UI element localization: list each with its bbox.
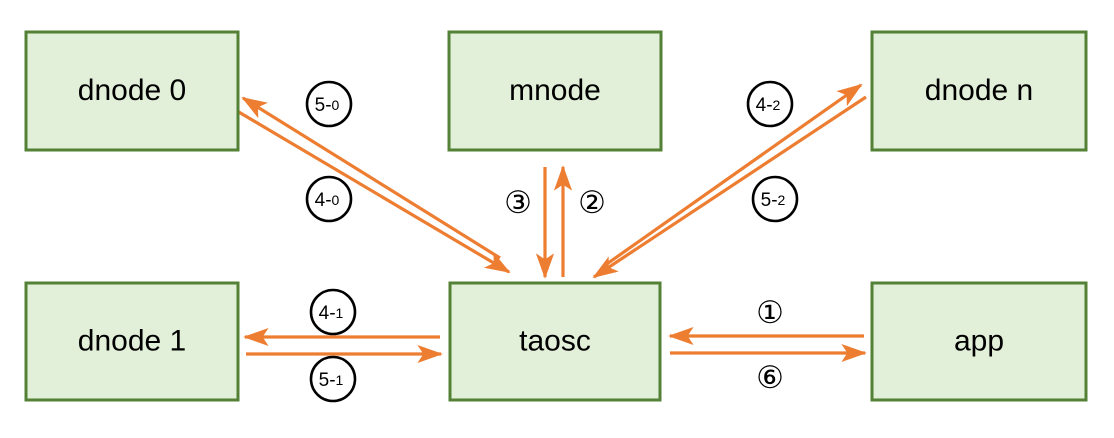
step-badge-4-2: 4-2 bbox=[746, 80, 794, 128]
node-box-rect bbox=[870, 30, 1088, 152]
step-badge-glyph: ⑥ bbox=[756, 360, 784, 396]
step-badge-circle bbox=[309, 355, 357, 403]
step-badge-label: 5-0 bbox=[315, 95, 340, 116]
flow-arrow-line bbox=[592, 95, 867, 279]
step-badge-label: 4-0 bbox=[315, 190, 340, 211]
node-box-label: app bbox=[954, 324, 1004, 357]
step-badge-label: 5-1 bbox=[319, 370, 344, 391]
node-box-label: dnode n bbox=[925, 74, 1033, 107]
node-box-dnoden[interactable]: dnode n bbox=[870, 30, 1088, 152]
node-box-rect bbox=[870, 281, 1088, 402]
flow-arrow-line bbox=[231, 106, 511, 274]
step-badge-4-0: 4-0 bbox=[305, 175, 353, 223]
node-box-rect bbox=[447, 30, 663, 152]
flow-arrow-line bbox=[241, 96, 501, 260]
node-box-dnode0[interactable]: dnode 0 bbox=[24, 30, 240, 152]
step-badge-5-1: 5-1 bbox=[309, 355, 357, 403]
step-badge-5-0: 5-0 bbox=[305, 80, 353, 128]
step-badge-label: 5-2 bbox=[761, 190, 786, 211]
step-badge-circle bbox=[751, 175, 799, 223]
flow-arrow-5-2 bbox=[592, 95, 867, 279]
badges-layer: 5-0 4-0 ③ ② 4-2 5-2 4-1 5-1 ① ⑥ bbox=[305, 80, 799, 403]
node-box-app[interactable]: app bbox=[870, 281, 1088, 402]
node-box-rect bbox=[24, 281, 240, 402]
step-badge-1: ① bbox=[756, 295, 784, 331]
node-box-dnode1[interactable]: dnode 1 bbox=[24, 281, 240, 402]
step-badge-label: 4-1 bbox=[319, 303, 344, 324]
node-box-label: taosc bbox=[519, 324, 591, 357]
node-box-taosc[interactable]: taosc bbox=[448, 281, 662, 402]
step-badge-circle bbox=[309, 288, 357, 336]
step-badge-circle bbox=[305, 175, 353, 223]
step-badge-label: 4-2 bbox=[756, 95, 781, 116]
node-box-rect bbox=[448, 281, 662, 402]
nodes-layer: dnode 0 mnode dnode n dnode 1 taosc app bbox=[24, 30, 1088, 402]
step-badge-3: ③ bbox=[504, 185, 532, 221]
node-box-mnode[interactable]: mnode bbox=[447, 30, 663, 152]
step-badge-glyph: ① bbox=[756, 295, 784, 331]
edges-layer bbox=[231, 83, 867, 364]
step-badge-6: ⑥ bbox=[756, 360, 784, 396]
flow-arrow-5-0 bbox=[241, 96, 501, 260]
node-box-label: dnode 0 bbox=[78, 74, 186, 107]
step-badge-5-2: 5-2 bbox=[751, 175, 799, 223]
step-badge-glyph: ② bbox=[578, 185, 606, 221]
flow-arrow-line bbox=[603, 83, 863, 268]
node-box-label: dnode 1 bbox=[78, 324, 186, 357]
flow-arrow-4-2 bbox=[603, 83, 863, 268]
step-badge-2: ② bbox=[578, 185, 606, 221]
step-badge-4-1: 4-1 bbox=[309, 288, 357, 336]
node-box-label: mnode bbox=[509, 74, 601, 107]
step-badge-glyph: ③ bbox=[504, 185, 532, 221]
step-badge-circle bbox=[305, 80, 353, 128]
step-badge-circle bbox=[746, 80, 794, 128]
node-box-rect bbox=[24, 30, 240, 152]
flow-arrow-4-0 bbox=[231, 106, 511, 274]
